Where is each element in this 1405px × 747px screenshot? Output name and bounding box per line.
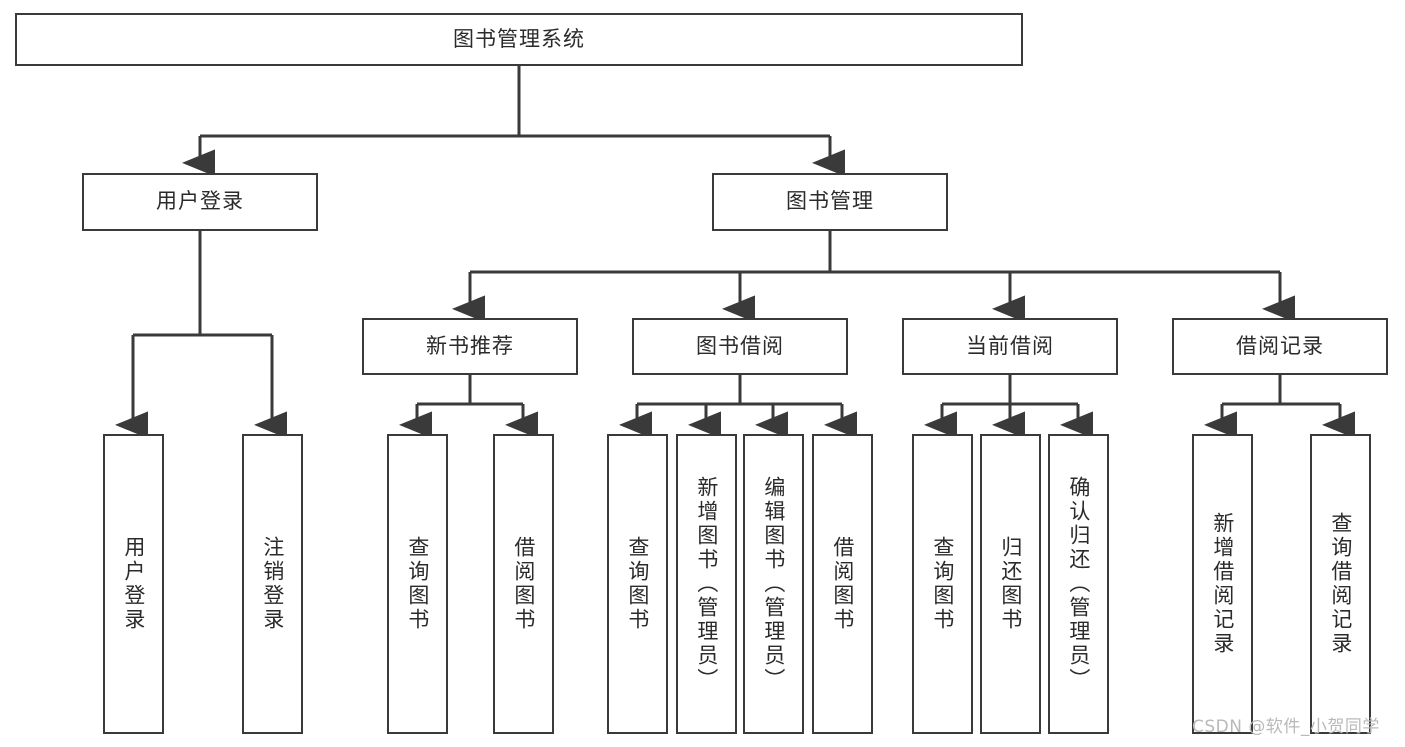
node-label: 确认归还（管理员）: [1066, 476, 1091, 692]
leaf-user-login-logout[interactable]: 注销登录: [242, 434, 303, 734]
node-label: 新增借阅记录: [1210, 512, 1235, 656]
node-borrow-record[interactable]: 借阅记录: [1172, 318, 1388, 375]
node-label: 新增图书（管理员）: [694, 476, 719, 692]
node-label: 编辑图书（管理员）: [761, 476, 786, 692]
leaf-user-login-login[interactable]: 用户登录: [103, 434, 164, 734]
node-root-system[interactable]: 图书管理系统: [15, 13, 1023, 66]
csdn-watermark: CSDN @软件_小贺同学: [1192, 717, 1380, 737]
node-label: 当前借阅: [966, 333, 1054, 358]
node-label: 注销登录: [260, 536, 285, 632]
node-label: 归还图书: [998, 536, 1023, 632]
leaf-book-borrow-edit[interactable]: 编辑图书（管理员）: [743, 434, 804, 734]
leaf-current-borrow-query[interactable]: 查询图书: [912, 434, 973, 734]
leaf-borrow-record-query[interactable]: 查询借阅记录: [1310, 434, 1371, 734]
node-label: 借阅记录: [1236, 333, 1324, 358]
leaf-current-borrow-confirm[interactable]: 确认归还（管理员）: [1048, 434, 1109, 734]
node-label: 图书借阅: [696, 333, 784, 358]
node-label: 新书推荐: [426, 333, 514, 358]
node-book-borrow[interactable]: 图书借阅: [632, 318, 848, 375]
node-label: 图书管理: [786, 189, 874, 214]
leaf-current-borrow-return[interactable]: 归还图书: [980, 434, 1041, 734]
leaf-borrow-record-add[interactable]: 新增借阅记录: [1192, 434, 1253, 734]
node-label: 用户登录: [156, 189, 244, 214]
node-current-borrow[interactable]: 当前借阅: [902, 318, 1118, 375]
node-user-login[interactable]: 用户登录: [82, 173, 318, 231]
node-label: 借阅图书: [830, 536, 855, 632]
node-label: 用户登录: [121, 536, 146, 632]
leaf-new-book-borrow[interactable]: 借阅图书: [493, 434, 554, 734]
node-book-management[interactable]: 图书管理: [712, 173, 948, 231]
leaf-book-borrow-borrow[interactable]: 借阅图书: [812, 434, 873, 734]
node-label: 查询图书: [930, 536, 955, 632]
leaf-new-book-query[interactable]: 查询图书: [387, 434, 448, 734]
node-new-book-recommend[interactable]: 新书推荐: [362, 318, 578, 375]
node-label: 图书管理系统: [453, 26, 585, 51]
node-label: 查询图书: [405, 536, 430, 632]
node-label: 查询借阅记录: [1328, 512, 1353, 656]
leaf-book-borrow-query[interactable]: 查询图书: [607, 434, 668, 734]
node-label: 借阅图书: [511, 536, 536, 632]
leaf-book-borrow-add[interactable]: 新增图书（管理员）: [676, 434, 737, 734]
node-label: 查询图书: [625, 536, 650, 632]
